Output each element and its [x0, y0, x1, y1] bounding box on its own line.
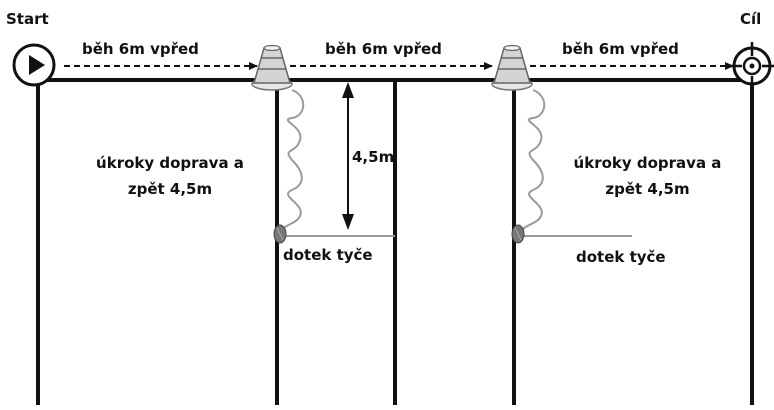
run-label-1: běh 6m vpřed [82, 40, 199, 58]
finish-label: Cíl [740, 10, 762, 28]
shuffle-path [521, 89, 546, 231]
cone-icon [251, 44, 293, 91]
target-icon [728, 42, 774, 90]
pole-icon [511, 224, 525, 244]
distance-label: 4,5m [352, 148, 395, 166]
touch-label-left: dotek tyče [283, 246, 373, 264]
cone-icon [491, 44, 533, 91]
run-label-2: běh 6m vpřed [325, 40, 442, 58]
touch-label-right: dotek tyče [576, 248, 666, 266]
run-label-3: běh 6m vpřed [562, 40, 679, 58]
shuffle-label-left: úkroky doprava a zpět 4,5m [96, 154, 244, 198]
start-label: Start [6, 10, 49, 28]
shuffle-path [281, 89, 305, 231]
play-icon [12, 43, 56, 87]
pole-icon [273, 224, 287, 244]
shuffle-label-right: úkroky doprava a zpět 4,5m [573, 154, 722, 198]
distance-arrow [342, 82, 354, 230]
